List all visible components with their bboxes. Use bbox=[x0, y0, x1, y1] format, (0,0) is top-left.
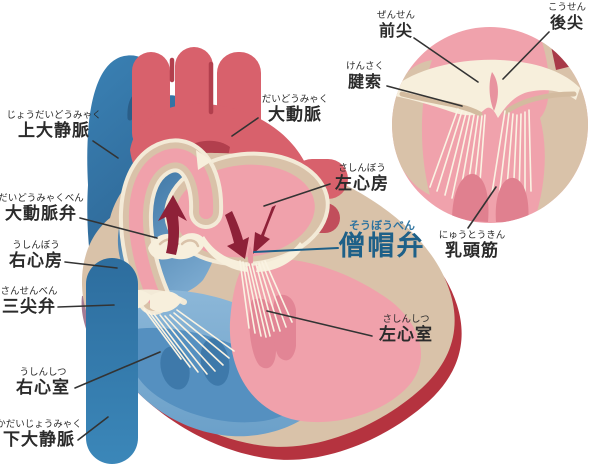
leader-line-chordae bbox=[386, 85, 463, 107]
label-right-ventricle-furigana: うしんしつ bbox=[19, 367, 67, 378]
inset-valve-tip bbox=[489, 72, 498, 111]
leader-line-aorta bbox=[231, 117, 259, 137]
leader-lines bbox=[57, 31, 550, 441]
leader-line-mitral bbox=[253, 247, 339, 253]
blood-flow-arrow-up bbox=[158, 195, 187, 255]
leader-line-left-atrium bbox=[263, 183, 331, 207]
tricuspid-chordae-lines bbox=[143, 308, 235, 375]
leader-line-right-atrium bbox=[64, 261, 118, 269]
label-mitral-valve: そうぼうべん 僧帽弁 bbox=[338, 219, 426, 263]
label-tricuspid-valve-text: 三尖弁 bbox=[1, 296, 56, 317]
label-anterior-leaflet-furigana: ぜんせん bbox=[376, 10, 416, 21]
leader-line-right-ventricle bbox=[74, 351, 161, 389]
inferior-vena-cava-shape bbox=[86, 258, 138, 464]
lv-papillary-muscle bbox=[272, 294, 296, 361]
label-chordae-tendineae: けんさく 腱索 bbox=[345, 61, 385, 91]
label-mitral-valve-furigana: そうぼうべん bbox=[349, 219, 415, 232]
label-inferior-vena-cava: かだいじょうみゃく 下大静脈 bbox=[0, 419, 82, 450]
label-inferior-vena-cava-furigana: かだいじょうみゃく bbox=[0, 419, 82, 430]
label-aorta: だいどうみゃく 大動脈 bbox=[261, 94, 329, 125]
label-superior-vena-cava: じょうだいどうみゃく 上大静脈 bbox=[6, 110, 102, 141]
label-chordae-tendineae-text: 腱索 bbox=[347, 71, 383, 91]
leader-line-posterior-leaflet bbox=[502, 31, 550, 80]
label-papillary-muscle-text: 乳頭筋 bbox=[444, 240, 499, 261]
inset-leaflet-edges bbox=[399, 91, 577, 117]
label-superior-vena-cava-furigana: じょうだいどうみゃく bbox=[6, 110, 102, 121]
label-left-ventricle: さしんしつ 左心室 bbox=[379, 314, 433, 345]
leader-line-tricuspid bbox=[57, 304, 115, 308]
label-aortic-valve: だいどうみゃくべん 大動脈弁 bbox=[0, 193, 84, 224]
leader-line-papillary bbox=[467, 186, 497, 229]
pulmonary-trunk-shape bbox=[118, 138, 224, 315]
leader-line-ivc bbox=[77, 416, 109, 441]
inset-papillary-right bbox=[495, 177, 529, 223]
label-left-ventricle-text: 左心室 bbox=[379, 324, 433, 345]
label-right-ventricle: うしんしつ 右心室 bbox=[16, 367, 70, 398]
label-papillary-muscle-furigana: にゅうとうきん bbox=[438, 230, 506, 241]
label-mitral-valve-text: 僧帽弁 bbox=[338, 231, 426, 263]
leader-line-svc bbox=[92, 140, 119, 159]
label-superior-vena-cava-text: 上大静脈 bbox=[17, 120, 90, 141]
label-posterior-leaflet: こうせん 後尖 bbox=[547, 2, 587, 32]
mitral-valve-shape bbox=[200, 236, 304, 338]
blood-flow-arrow-down-right bbox=[253, 205, 276, 254]
label-right-atrium-text: 右心房 bbox=[9, 250, 63, 271]
inset-chordae-right bbox=[491, 109, 532, 201]
label-tricuspid-valve: さんせんべん 三尖弁 bbox=[0, 286, 58, 317]
mitral-chordae-lines bbox=[239, 260, 293, 338]
label-right-atrium: うしんぼう 右心房 bbox=[9, 240, 63, 271]
label-left-atrium: さしんぼう 左心房 bbox=[335, 163, 389, 194]
blood-flow-arrows bbox=[158, 195, 276, 259]
label-left-atrium-text: 左心房 bbox=[335, 173, 389, 194]
label-posterior-leaflet-furigana: こうせん bbox=[547, 2, 587, 13]
label-aorta-furigana: だいどうみゃく bbox=[261, 94, 329, 105]
label-left-ventricle-furigana: さしんしつ bbox=[382, 314, 430, 325]
label-chordae-tendineae-furigana: けんさく bbox=[345, 61, 385, 72]
label-aorta-text: 大動脈 bbox=[267, 104, 322, 125]
label-aortic-valve-text: 大動脈弁 bbox=[4, 203, 77, 224]
label-left-atrium-furigana: さしんぼう bbox=[338, 163, 386, 174]
label-papillary-muscle: にゅうとうきん 乳頭筋 bbox=[438, 230, 506, 261]
inset-chordae-left bbox=[429, 108, 486, 201]
label-posterior-leaflet-text: 後尖 bbox=[549, 12, 585, 32]
label-anterior-leaflet: ぜんせん 前尖 bbox=[376, 10, 416, 40]
label-right-atrium-furigana: うしんぼう bbox=[12, 240, 60, 251]
label-anterior-leaflet-text: 前尖 bbox=[378, 20, 414, 40]
label-tricuspid-valve-furigana: さんせんべん bbox=[0, 286, 58, 297]
blood-flow-arrow-down-left bbox=[225, 211, 249, 259]
leader-line-left-ventricle bbox=[266, 310, 373, 337]
label-right-ventricle-text: 右心室 bbox=[16, 377, 70, 398]
leader-line-anterior-leaflet bbox=[413, 37, 479, 83]
label-aortic-valve-furigana: だいどうみゃくべん bbox=[0, 193, 84, 204]
label-inferior-vena-cava-text: 下大静脈 bbox=[2, 429, 75, 450]
leader-line-aortic-valve bbox=[79, 217, 158, 239]
aorta-cleft-lines bbox=[169, 57, 214, 115]
